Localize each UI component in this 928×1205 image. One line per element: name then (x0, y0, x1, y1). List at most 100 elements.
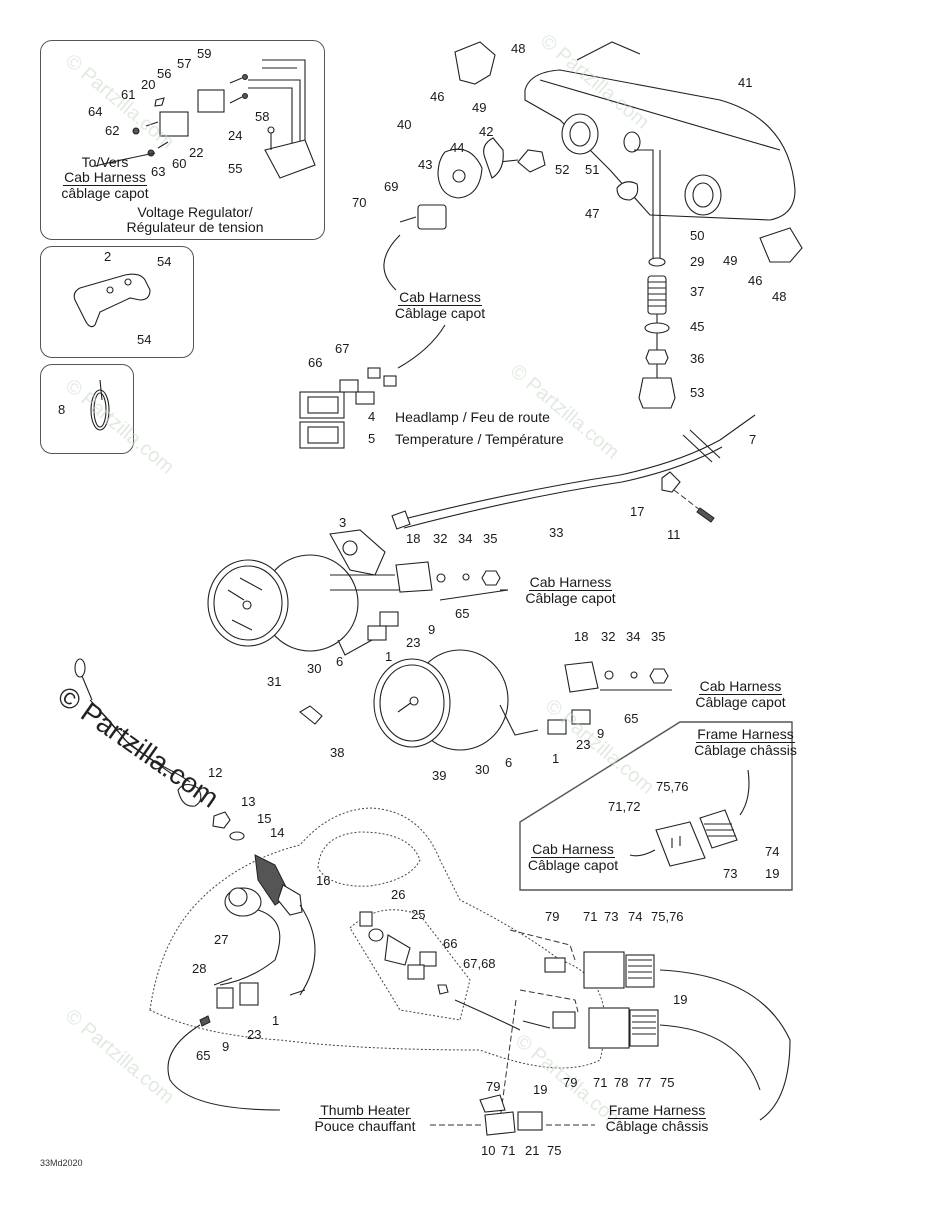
callout: 7 (749, 432, 757, 447)
callout: 48 (772, 289, 787, 304)
callout: 43 (418, 157, 433, 172)
to-cab-harness-label: To/Vers Cab Harness câblage capot (50, 155, 160, 201)
callout: 64 (88, 104, 103, 119)
callout: 34 (626, 629, 641, 644)
cablage-capot-text: Câblage capot (394, 305, 486, 321)
callout: 38 (330, 745, 345, 760)
callout: 45 (690, 319, 705, 334)
cablage-capot-text: Câblage capot (525, 590, 616, 606)
title-line-1: Voltage Regulator/ (137, 204, 253, 220)
callout: 67,68 (463, 956, 496, 971)
callout: 67 (335, 341, 350, 356)
callout: 4 (368, 409, 376, 424)
cab-harness-text: Cab Harness (531, 841, 615, 858)
callout: 18 (406, 531, 421, 546)
callout: 36 (690, 351, 705, 366)
callout: 74 (628, 909, 643, 924)
document-code: 33Md2020 (40, 1158, 83, 1168)
connector-inset-drawing (629, 769, 750, 867)
callout: 23 (406, 635, 421, 650)
inset-cab-harness-label: Cab Harness Câblage capot (518, 842, 628, 873)
callout: 74 (765, 844, 780, 859)
callout: 5 (368, 431, 376, 446)
callout: 71 (593, 1075, 608, 1090)
callout: 75 (547, 1143, 562, 1158)
callout: 75 (660, 1075, 675, 1090)
inset-frame-harness-label: Frame Harness Câblage châssis (688, 727, 803, 758)
callout: 40 (397, 117, 412, 132)
callout: 1 (272, 1013, 280, 1028)
callout: 71 (583, 909, 598, 924)
gauge-1-cab-harness-label: Cab Harness Câblage capot (518, 575, 623, 606)
speedometer-cable-drawing (391, 414, 756, 530)
callout: 46 (430, 89, 445, 104)
callout: 10 (481, 1143, 496, 1158)
callout: 13 (241, 794, 256, 809)
callout: 14 (270, 825, 285, 840)
callout: 49 (472, 100, 487, 115)
callout: 63 (151, 164, 166, 179)
callout: 30 (475, 762, 490, 777)
callout: 66 (443, 936, 458, 951)
callout: 50 (690, 228, 705, 243)
callout: 41 (738, 75, 753, 90)
callout: 9 (222, 1039, 230, 1054)
callout: 11 (667, 527, 681, 542)
lower-connectors-drawing (430, 929, 791, 1136)
callout: 25 (411, 907, 426, 922)
connector-inset-frame (519, 721, 793, 891)
voltage-regulator-inset (40, 40, 325, 240)
callout: 65 (624, 711, 639, 726)
callout: 6 (336, 654, 344, 669)
strap-drawing (90, 379, 110, 431)
callout: 37 (690, 284, 705, 299)
callout: 73 (723, 866, 738, 881)
pouce-chauffant-text: Pouce chauffant (314, 1118, 416, 1134)
callout: 58 (255, 109, 270, 124)
callout: 23 (247, 1027, 262, 1042)
bracket-drawing (73, 273, 151, 328)
callout: 62 (105, 123, 120, 138)
callout: 47 (585, 206, 600, 221)
callout: 9 (428, 622, 436, 637)
callout: 19 (673, 992, 688, 1007)
callout: 69 (384, 179, 399, 194)
callout: 66 (308, 355, 323, 370)
callout: 26 (391, 887, 406, 902)
callout: 54 (137, 332, 152, 347)
callout: 24 (228, 128, 243, 143)
cablage-capot-text: Câblage capot (695, 694, 786, 710)
callout: 75,76 (651, 909, 684, 924)
callout: 1 (385, 649, 393, 664)
cablage-chassis-text: Câblage châssis (694, 742, 797, 758)
callout: 79 (545, 909, 560, 924)
callout: 32 (601, 629, 616, 644)
callout: 1 (552, 751, 560, 766)
switches-drawing (299, 367, 397, 449)
callout: 35 (651, 629, 666, 644)
headlamp-switch-label: Headlamp / Feu de route (395, 409, 550, 425)
voltage-regulator-title: Voltage Regulator/ Régulateur de tension (95, 205, 295, 235)
title-line-2: Régulateur de tension (126, 219, 264, 235)
cab-harness-text: Cab Harness (528, 574, 613, 591)
cab-harness-text: Cab Harness (398, 289, 482, 306)
callout: 12 (208, 765, 223, 780)
callout: 2 (104, 249, 112, 264)
frame-harness-text: Frame Harness (607, 1102, 707, 1119)
callout: 79 (486, 1079, 501, 1094)
callout: 49 (723, 253, 738, 268)
callout: 59 (197, 46, 212, 61)
headlamp-drawing (383, 41, 803, 409)
cab-harness-text: Cab Harness (63, 169, 147, 186)
callout: 71,72 (608, 799, 641, 814)
callout: 39 (432, 768, 447, 783)
callout: 46 (748, 273, 763, 288)
callout: 42 (479, 124, 494, 139)
callout: 6 (505, 755, 513, 770)
cablage-capot-text: Câblage capot (527, 857, 619, 873)
callout: 79 (563, 1075, 578, 1090)
headlamp-cab-harness-label: Cab Harness Câblage capot (385, 290, 495, 321)
callout: 19 (765, 866, 780, 881)
callout: 77 (637, 1075, 652, 1090)
callout: 35 (483, 531, 498, 546)
